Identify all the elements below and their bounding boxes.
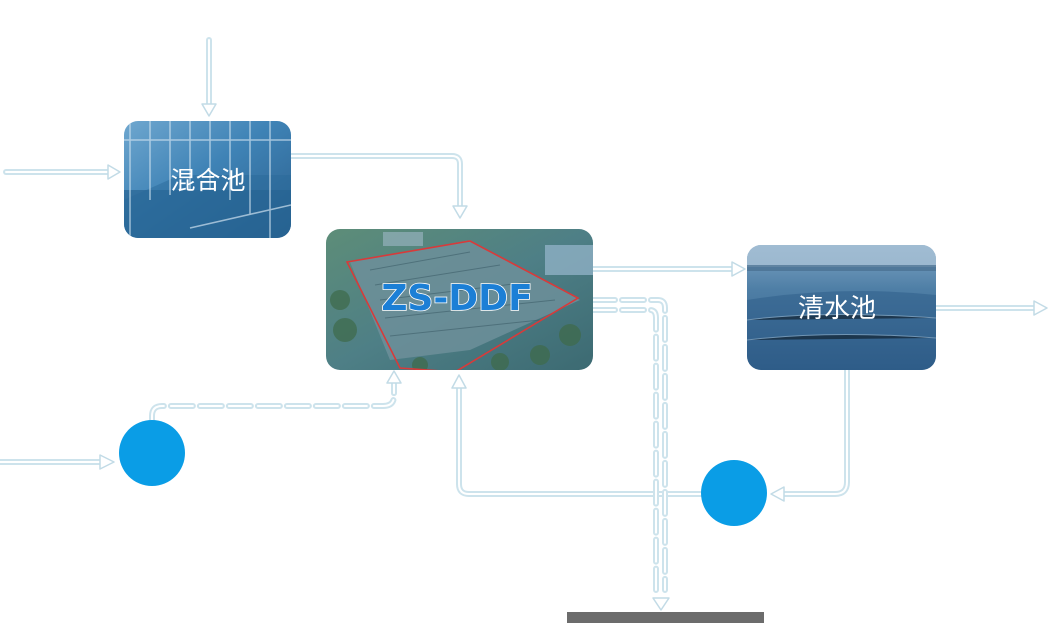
- node-clear-water-tank[interactable]: 清水池: [747, 245, 936, 370]
- arrow-head-icon: [201, 103, 217, 117]
- pump-circle-icon[interactable]: [701, 460, 767, 526]
- arrow-head-icon: [652, 597, 670, 611]
- arrow-heads: [99, 103, 1048, 611]
- zs-ddf-aerial-photo: [330, 232, 593, 370]
- arrow-head-icon: [107, 164, 121, 180]
- mixing-tank-label: 混合池: [170, 166, 245, 195]
- arrow-head-icon: [451, 374, 467, 389]
- pipe-ddf-drain-lower: [590, 307, 659, 593]
- pipe-mix-to-ddf: [288, 153, 463, 209]
- arrow-head-icon: [99, 454, 115, 470]
- zs-ddf-label: ZS-DDF: [381, 278, 532, 319]
- arrow-head-icon: [770, 486, 785, 502]
- arrow-head-icon: [731, 261, 746, 277]
- pipes: [0, 37, 1037, 593]
- node-zs-ddf[interactable]: ZS-DDF: [326, 229, 595, 373]
- pipe-pump-to-ddf-dashed: [149, 379, 397, 423]
- bottom-bar: [567, 612, 764, 623]
- clear-water-tank-photo: [747, 245, 936, 370]
- arrow-head-icon: [452, 205, 468, 219]
- node-mixing-tank[interactable]: 混合池: [124, 121, 291, 238]
- mixing-tank-photo: [124, 121, 291, 238]
- clear-water-tank-label: 清水池: [798, 294, 876, 324]
- site-boundary: [345, 240, 580, 370]
- pump-circle-icon[interactable]: [119, 420, 185, 486]
- arrow-head-icon: [386, 370, 402, 384]
- arrow-head-icon: [1033, 300, 1048, 316]
- pipe-clear-to-pump: [781, 367, 850, 497]
